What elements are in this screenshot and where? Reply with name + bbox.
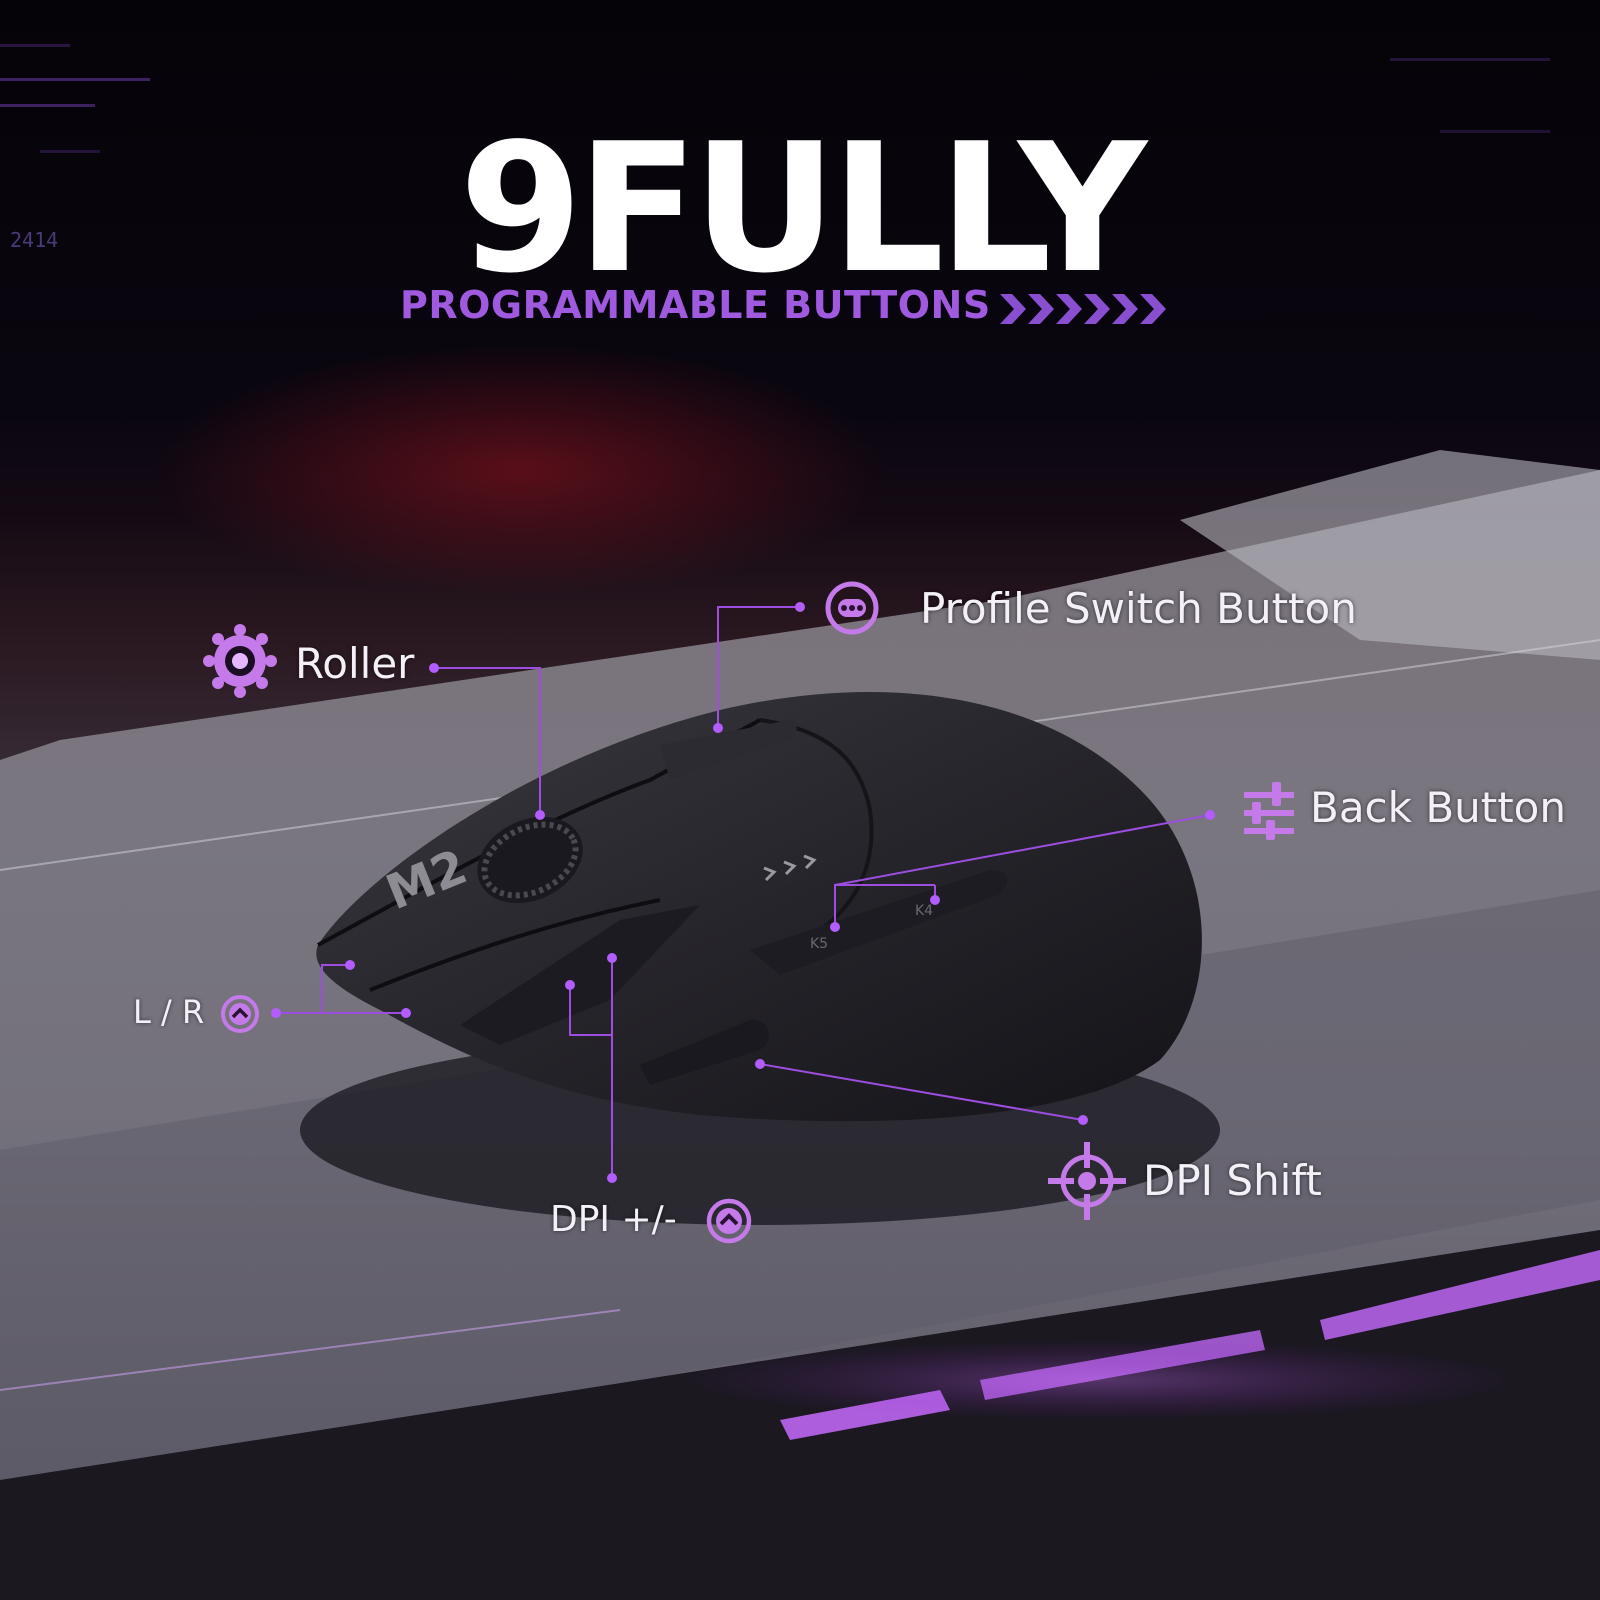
glitch-line	[0, 104, 95, 107]
glitch-line	[1390, 58, 1550, 61]
roller-label: Roller	[295, 639, 415, 688]
hero-title: 9FULLY	[459, 105, 1147, 312]
dpi-shift-label: DPI Shift	[1143, 1156, 1322, 1205]
corner-code: 2414	[10, 228, 59, 252]
chevron-up-circle-icon	[221, 995, 259, 1033]
k5-label: K5	[810, 936, 828, 952]
profile-switch-label: Profile Switch Button	[920, 584, 1357, 633]
k4-label: K4	[915, 903, 933, 919]
dpi-plus-minus-label: DPI +/-	[550, 1199, 677, 1240]
chevron-arrows-icon	[1000, 294, 1166, 324]
glitch-line	[40, 150, 100, 153]
glitch-line	[0, 78, 150, 81]
lr-label: L / R	[133, 993, 205, 1031]
back-button-label: Back Button	[1310, 783, 1566, 832]
glitch-line	[0, 44, 70, 47]
gear-icon	[203, 624, 277, 698]
hero-subtitle: PROGRAMMABLE BUTTONS	[400, 283, 991, 327]
callout-lines	[276, 606, 1211, 1178]
sliders-icon	[1244, 782, 1294, 840]
chevron-up-circle-icon	[706, 1198, 752, 1244]
glitch-line	[1440, 130, 1550, 133]
crosshair-icon	[1048, 1142, 1126, 1220]
dots-circle-icon	[825, 581, 879, 635]
callout-dots	[271, 602, 1215, 1183]
mouse-arrows-icon	[763, 854, 817, 882]
